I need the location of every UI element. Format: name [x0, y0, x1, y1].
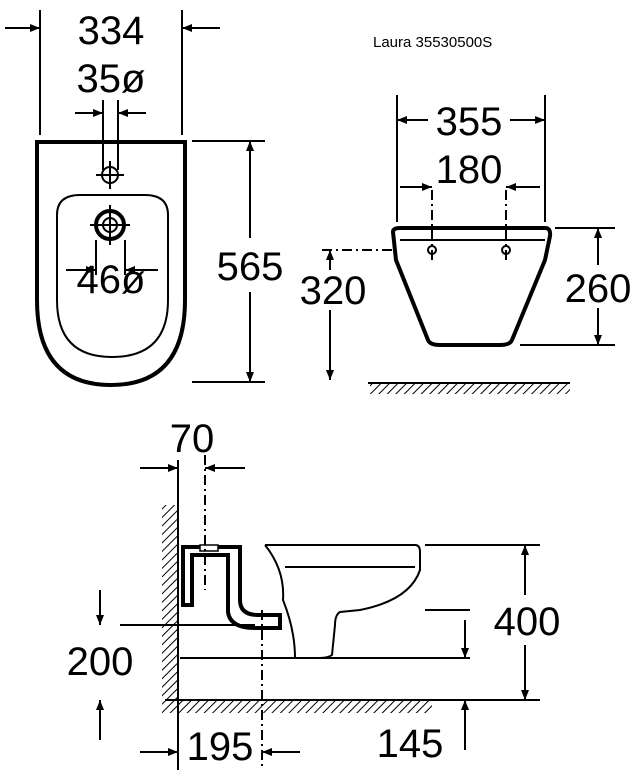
dim-wall-offset: 70 — [170, 417, 215, 461]
front-view: 355 180 260 320 — [300, 95, 632, 394]
bidet-outline — [35, 140, 187, 388]
dim-width-334: 334 — [78, 9, 145, 53]
dim-side-height: 400 — [494, 600, 561, 644]
dim-front-width: 355 — [436, 100, 503, 144]
dim-bowl-bottom: 145 — [377, 722, 444, 766]
side-view: 70 400 145 200 195 — [67, 417, 561, 770]
top-view: 334 35ø 46ø 565 — [5, 9, 284, 388]
floor-hatch — [370, 384, 570, 394]
dim-fixing-height: 320 — [300, 269, 367, 313]
wall-hatch — [162, 505, 177, 700]
bowl-profile — [265, 544, 421, 659]
dim-tap-hole: 35ø — [77, 57, 146, 101]
dim-drain: 46ø — [77, 258, 146, 302]
dim-front-height: 260 — [565, 267, 632, 311]
front-outline — [390, 226, 553, 347]
dim-drain-offset: 195 — [187, 725, 254, 769]
floor-hatch-side — [162, 701, 432, 713]
fixing-frame — [181, 545, 282, 630]
dim-fixing-distance: 180 — [436, 148, 503, 192]
dim-length-565: 565 — [217, 245, 284, 289]
bowl-outline — [56, 194, 169, 359]
model-label: Laura 35530500S — [373, 34, 492, 51]
dim-drain-height: 200 — [67, 640, 134, 684]
